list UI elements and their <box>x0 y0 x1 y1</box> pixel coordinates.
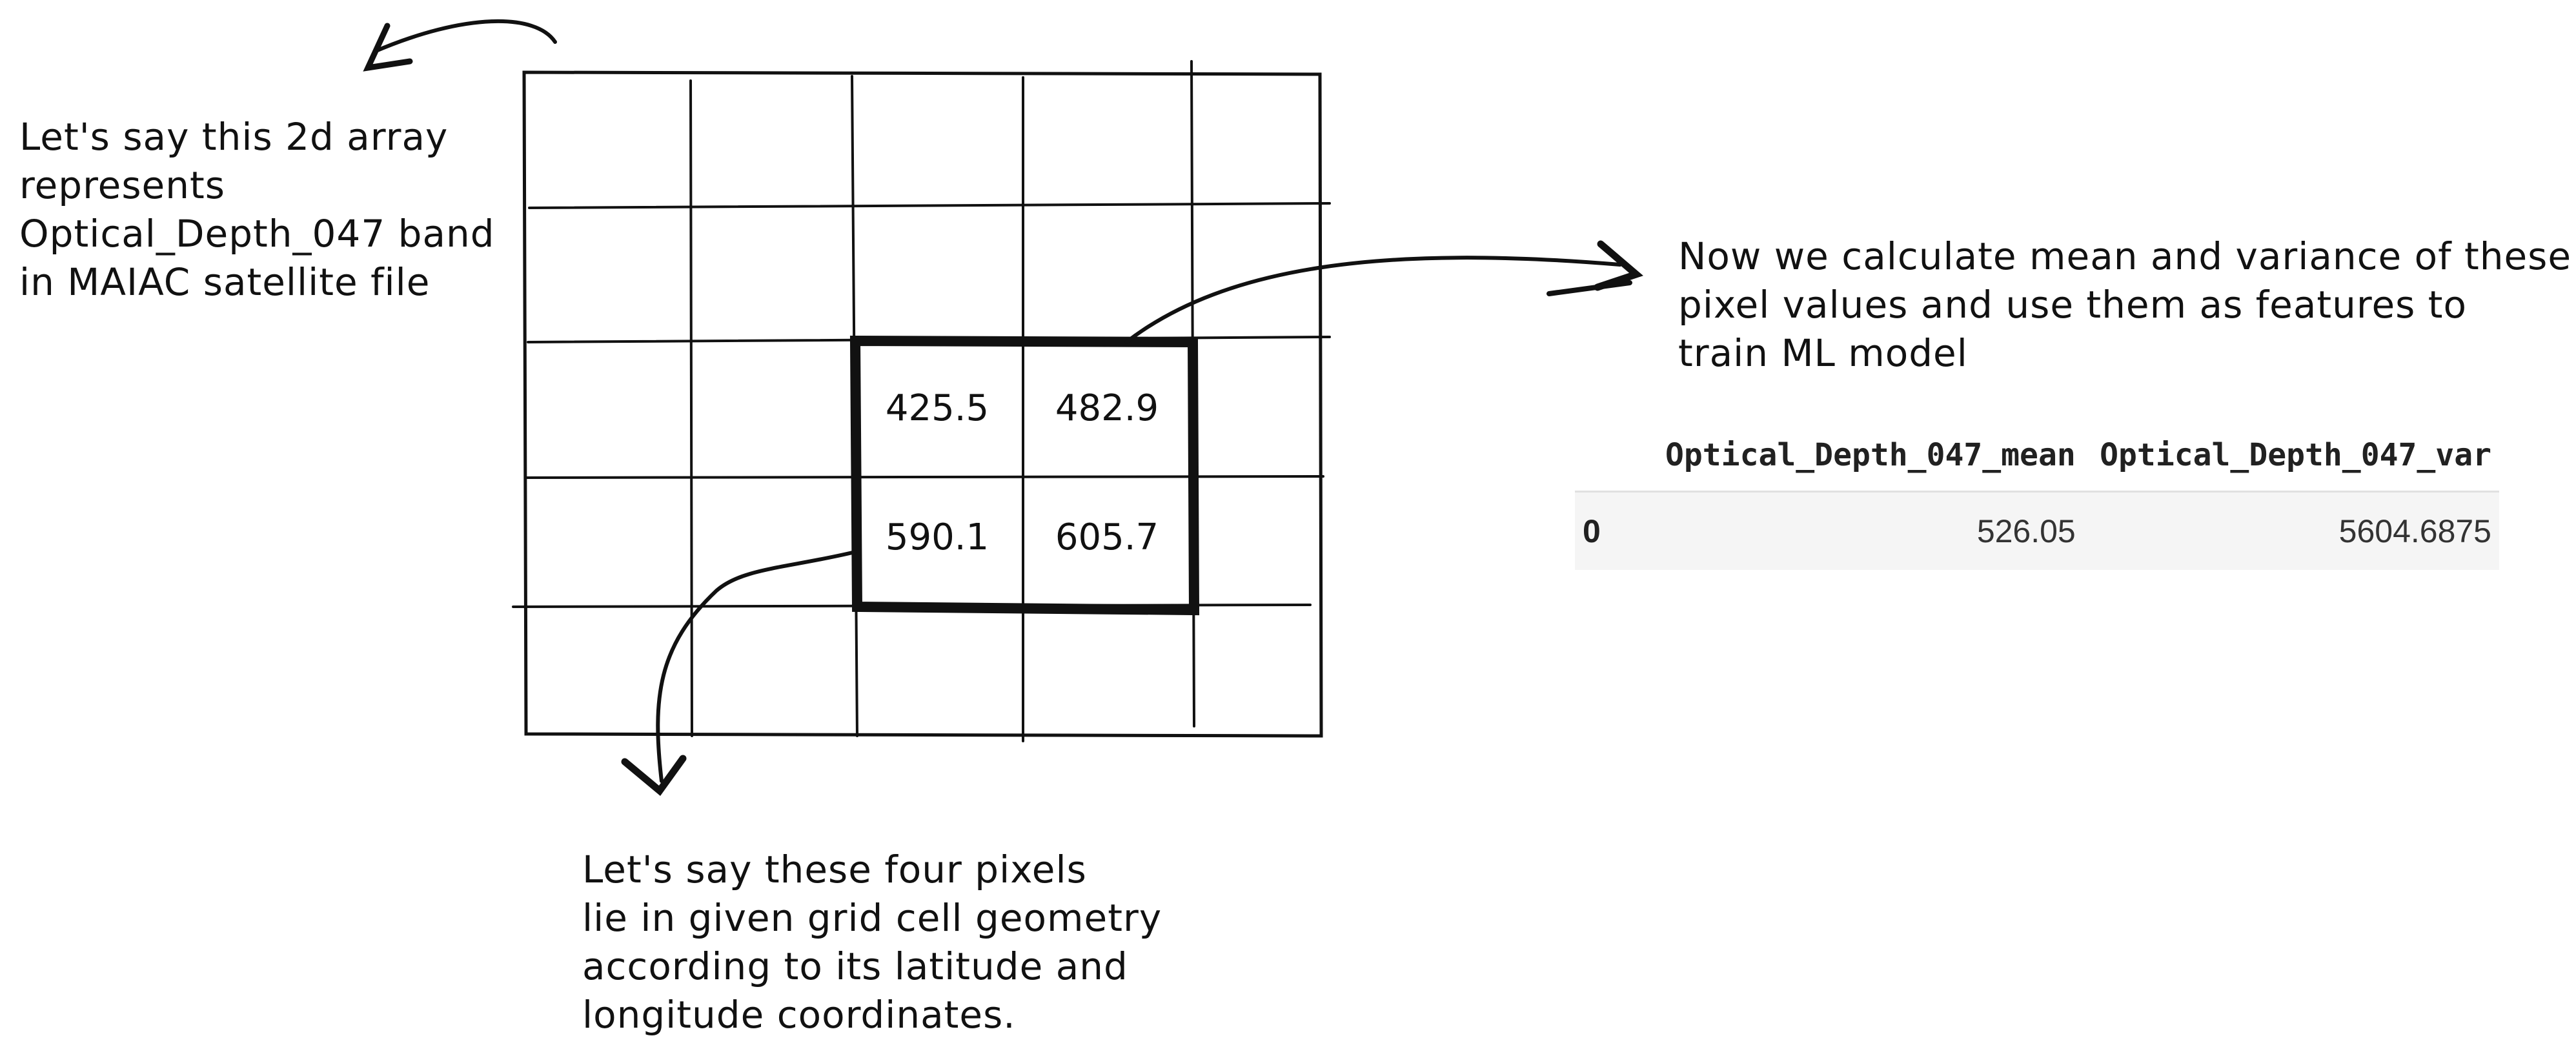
grid-line-v1 <box>689 79 693 737</box>
cell-mean: 526.05 <box>1648 491 2084 570</box>
pixel-value-3: 590.1 <box>885 516 989 558</box>
table-header-row: Optical_Depth_047_mean Optical_Depth_047… <box>1575 420 2499 493</box>
annotation-feature-calculation: Now we calculate mean and variance of th… <box>1678 234 2572 375</box>
arrow-top-left-head <box>363 23 413 72</box>
column-header-index <box>1575 420 1648 493</box>
annotation-pixel-geometry: Let's say these four pixels lie in given… <box>582 848 1162 1037</box>
column-header-mean: Optical_Depth_047_mean <box>1648 420 2084 493</box>
annotation-array-description: Let's say this 2d array represents Optic… <box>19 115 495 304</box>
table-row: 0 526.05 5604.6875 <box>1575 491 2499 570</box>
grid-line-h1 <box>528 202 1331 209</box>
highlight-box <box>849 335 1200 616</box>
arrow-right-head <box>1594 240 1643 291</box>
column-header-var: Optical_Depth_047_var <box>2083 420 2499 493</box>
features-dataframe: Optical_Depth_047_mean Optical_Depth_047… <box>1575 420 2499 570</box>
arrow-bottom <box>656 550 857 783</box>
arrow-right-stroke <box>1547 280 1632 296</box>
pixel-value-2: 482.9 <box>1055 387 1159 429</box>
arrow-right <box>1124 256 1622 344</box>
grid-line-h3 <box>525 475 1324 479</box>
cell-var: 5604.6875 <box>2083 491 2499 570</box>
arrow-bottom-head <box>621 755 687 797</box>
row-index: 0 <box>1575 491 1648 570</box>
pixel-value-1: 425.5 <box>885 387 989 429</box>
pixel-value-4: 605.7 <box>1055 516 1159 558</box>
arrow-top-left <box>372 19 557 54</box>
grid-border <box>522 70 1323 738</box>
